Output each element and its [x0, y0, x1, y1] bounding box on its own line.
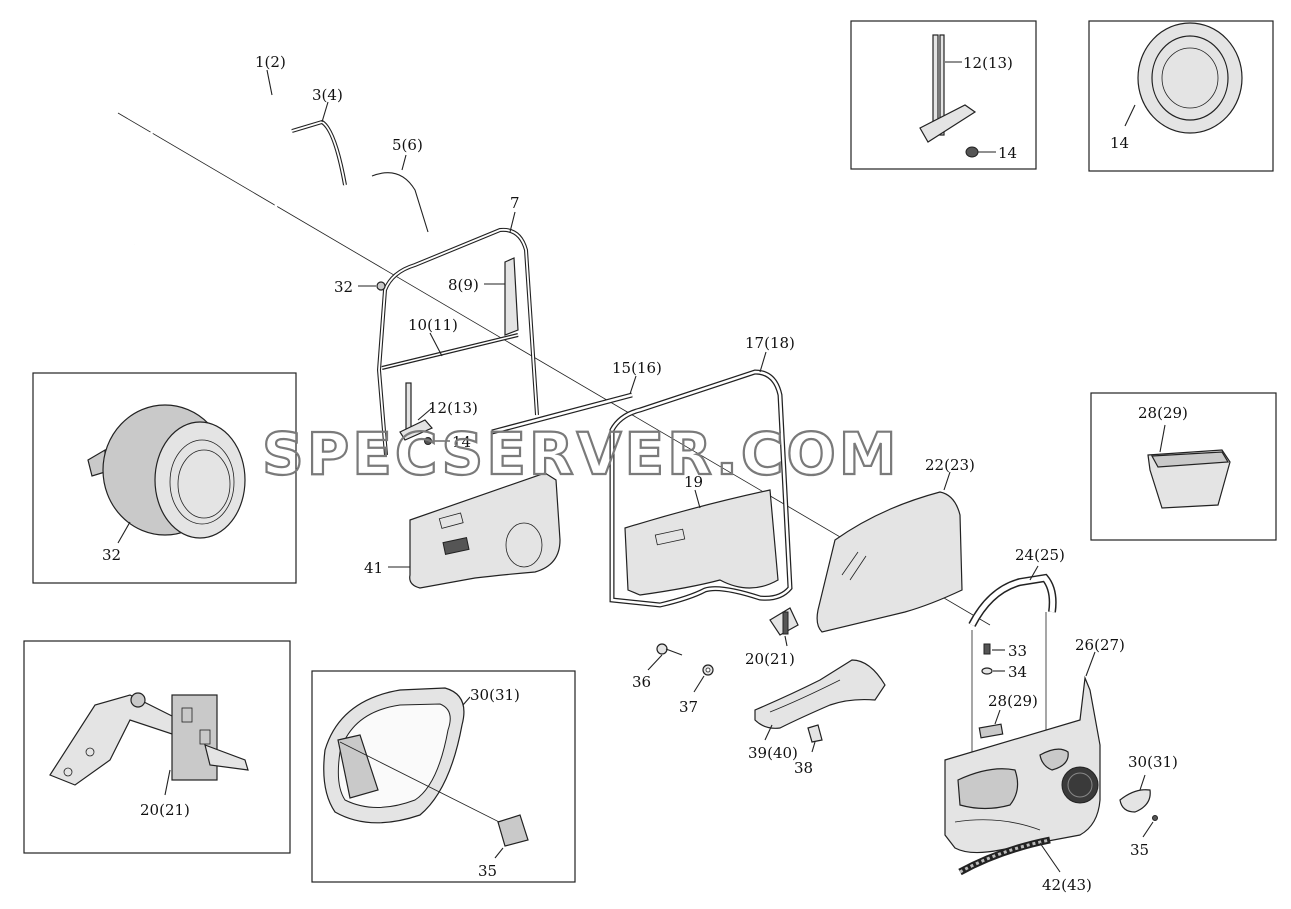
- part-17-door-seal: [609, 351, 793, 608]
- callout-5-6: 5(6): [392, 136, 423, 154]
- part-39-bracket: [754, 659, 886, 741]
- part-14-nut: [424, 437, 450, 445]
- part-33-screw: [983, 643, 1005, 655]
- inset-bezel-detail: [311, 670, 576, 883]
- inset-3-label-32: 32: [102, 546, 121, 564]
- part-15-weatherstrip: [491, 375, 637, 435]
- part-26-door-trim: [944, 651, 1101, 854]
- part-28-pocket: [978, 709, 1004, 739]
- part-42-lower-seal: [958, 836, 1061, 876]
- callout-1-2: 1(2): [255, 53, 286, 71]
- part-30-bezel: [1119, 774, 1151, 813]
- watermark: SPECSERVER.COM: [262, 419, 899, 486]
- inset-4-label-28-29: 28(29): [1138, 404, 1188, 422]
- inset-bushing-detail: [32, 372, 297, 584]
- callout-14: 14: [452, 433, 471, 451]
- callout-30-31: 30(31): [1128, 753, 1178, 771]
- watermark-text: SPECSERVER.COM: [262, 420, 899, 486]
- part-38-clip: [807, 724, 823, 753]
- callout-15-16: 15(16): [612, 359, 662, 377]
- part-24-handle: [968, 565, 1057, 765]
- inset-2-label-14: 14: [1110, 134, 1129, 152]
- inset-1-label-12-13: 12(13): [963, 54, 1013, 72]
- callout-41: 41: [364, 559, 383, 577]
- callout-42-43: 42(43): [1042, 876, 1092, 894]
- callout-28-29: 28(29): [988, 692, 1038, 710]
- part-10-belt-strip: [381, 332, 519, 370]
- callout-17-18: 17(18): [745, 334, 795, 352]
- part-20-hinge: [769, 607, 799, 647]
- part-37-washer: [693, 664, 714, 693]
- inset-6-label-30-31: 30(31): [470, 686, 520, 704]
- inset-pocket-detail: [1090, 392, 1277, 541]
- callout-33: 33: [1008, 642, 1027, 660]
- part-41-trim-panel: [388, 472, 561, 589]
- callout-3-4: 3(4): [312, 86, 343, 104]
- callout-10-11: 10(11): [408, 316, 458, 334]
- callout-38: 38: [794, 759, 813, 777]
- part-12-regulator: [399, 382, 433, 441]
- callout-12-13: 12(13): [428, 399, 478, 417]
- callout-26-27: 26(27): [1075, 636, 1125, 654]
- callout-34: 34: [1008, 663, 1027, 681]
- callout-32: 32: [334, 278, 353, 296]
- part-7-window-frame: [376, 211, 539, 456]
- part-35-screw: [1142, 815, 1158, 838]
- part-36-bolt: [647, 643, 683, 671]
- part-32-bushing: [358, 281, 386, 291]
- callout-39-40: 39(40): [748, 744, 798, 762]
- inset-regulator-detail: [850, 20, 1037, 170]
- callout-24-25: 24(25): [1015, 546, 1065, 564]
- inset-1-label-14: 14: [998, 144, 1017, 162]
- callout-20-21: 20(21): [745, 650, 795, 668]
- callout-7: 7: [510, 194, 520, 212]
- part-8-guide: [484, 257, 519, 336]
- callout-8-9: 8(9): [448, 276, 479, 294]
- inset-nut-detail: [1088, 20, 1274, 172]
- callout-37: 37: [679, 698, 698, 716]
- callout-36: 36: [632, 673, 651, 691]
- callout-35: 35: [1130, 841, 1149, 859]
- part-19-inner-panel: [624, 489, 779, 596]
- inset-5-label-20-21: 20(21): [140, 801, 190, 819]
- part-22-glass: [816, 471, 963, 633]
- callout-22-23: 22(23): [925, 456, 975, 474]
- inset-6-label-35: 35: [478, 862, 497, 880]
- part-1-frame-rail: [133, 69, 280, 261]
- callout-19: 19: [684, 473, 703, 491]
- part-34-washer: [981, 667, 1005, 675]
- part-3-channel: [291, 101, 347, 186]
- inset-hinge-detail: [23, 640, 291, 854]
- part-5-seal: [371, 154, 429, 233]
